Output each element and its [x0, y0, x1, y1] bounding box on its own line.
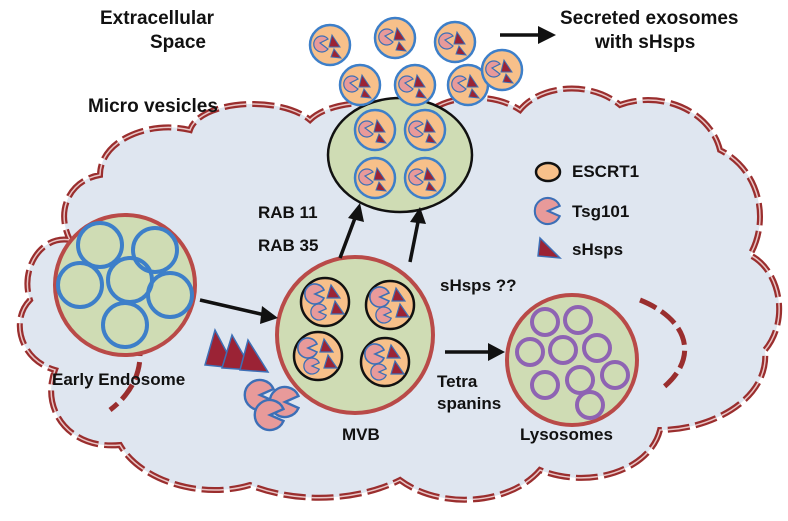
legend-label-escrt1: ESCRT1	[572, 162, 640, 181]
label-tetra: Tetra	[437, 372, 478, 391]
label-lysosomes: Lysosomes	[520, 425, 613, 444]
mvb	[275, 255, 435, 415]
label-spanins: spanins	[437, 394, 502, 413]
pathway-arrows	[199, 26, 556, 361]
secretory-compartment	[326, 96, 474, 214]
label-shsps-question: sHsps ??	[440, 276, 517, 295]
lysosome	[505, 293, 639, 427]
escrt1-icon	[534, 161, 562, 183]
legend-label-tsg101: Tsg101	[572, 202, 630, 221]
shsps-icon	[537, 236, 562, 259]
secreted-exosomes	[308, 16, 524, 107]
label-early-endosome: Early Endosome	[52, 370, 186, 389]
label-rab35: RAB 35	[258, 236, 319, 255]
free-shsps-cluster	[204, 327, 270, 373]
label-micro-vesicles: Micro vesicles	[88, 96, 218, 117]
early-endosome	[53, 213, 197, 357]
legend-label-shsps: sHsps	[572, 240, 624, 259]
label-rab11: RAB 11	[258, 203, 318, 222]
label-mvb: MVB	[342, 425, 380, 444]
cell-membrane-inner	[19, 87, 780, 501]
cell-lobe-right	[639, 297, 688, 392]
label-space: Space	[150, 32, 206, 53]
label-extracellular: Extracellular	[100, 8, 215, 29]
label-with-shsps: with sHsps	[595, 32, 696, 53]
label-secreted-exosomes: Secreted exosomes	[560, 8, 739, 29]
